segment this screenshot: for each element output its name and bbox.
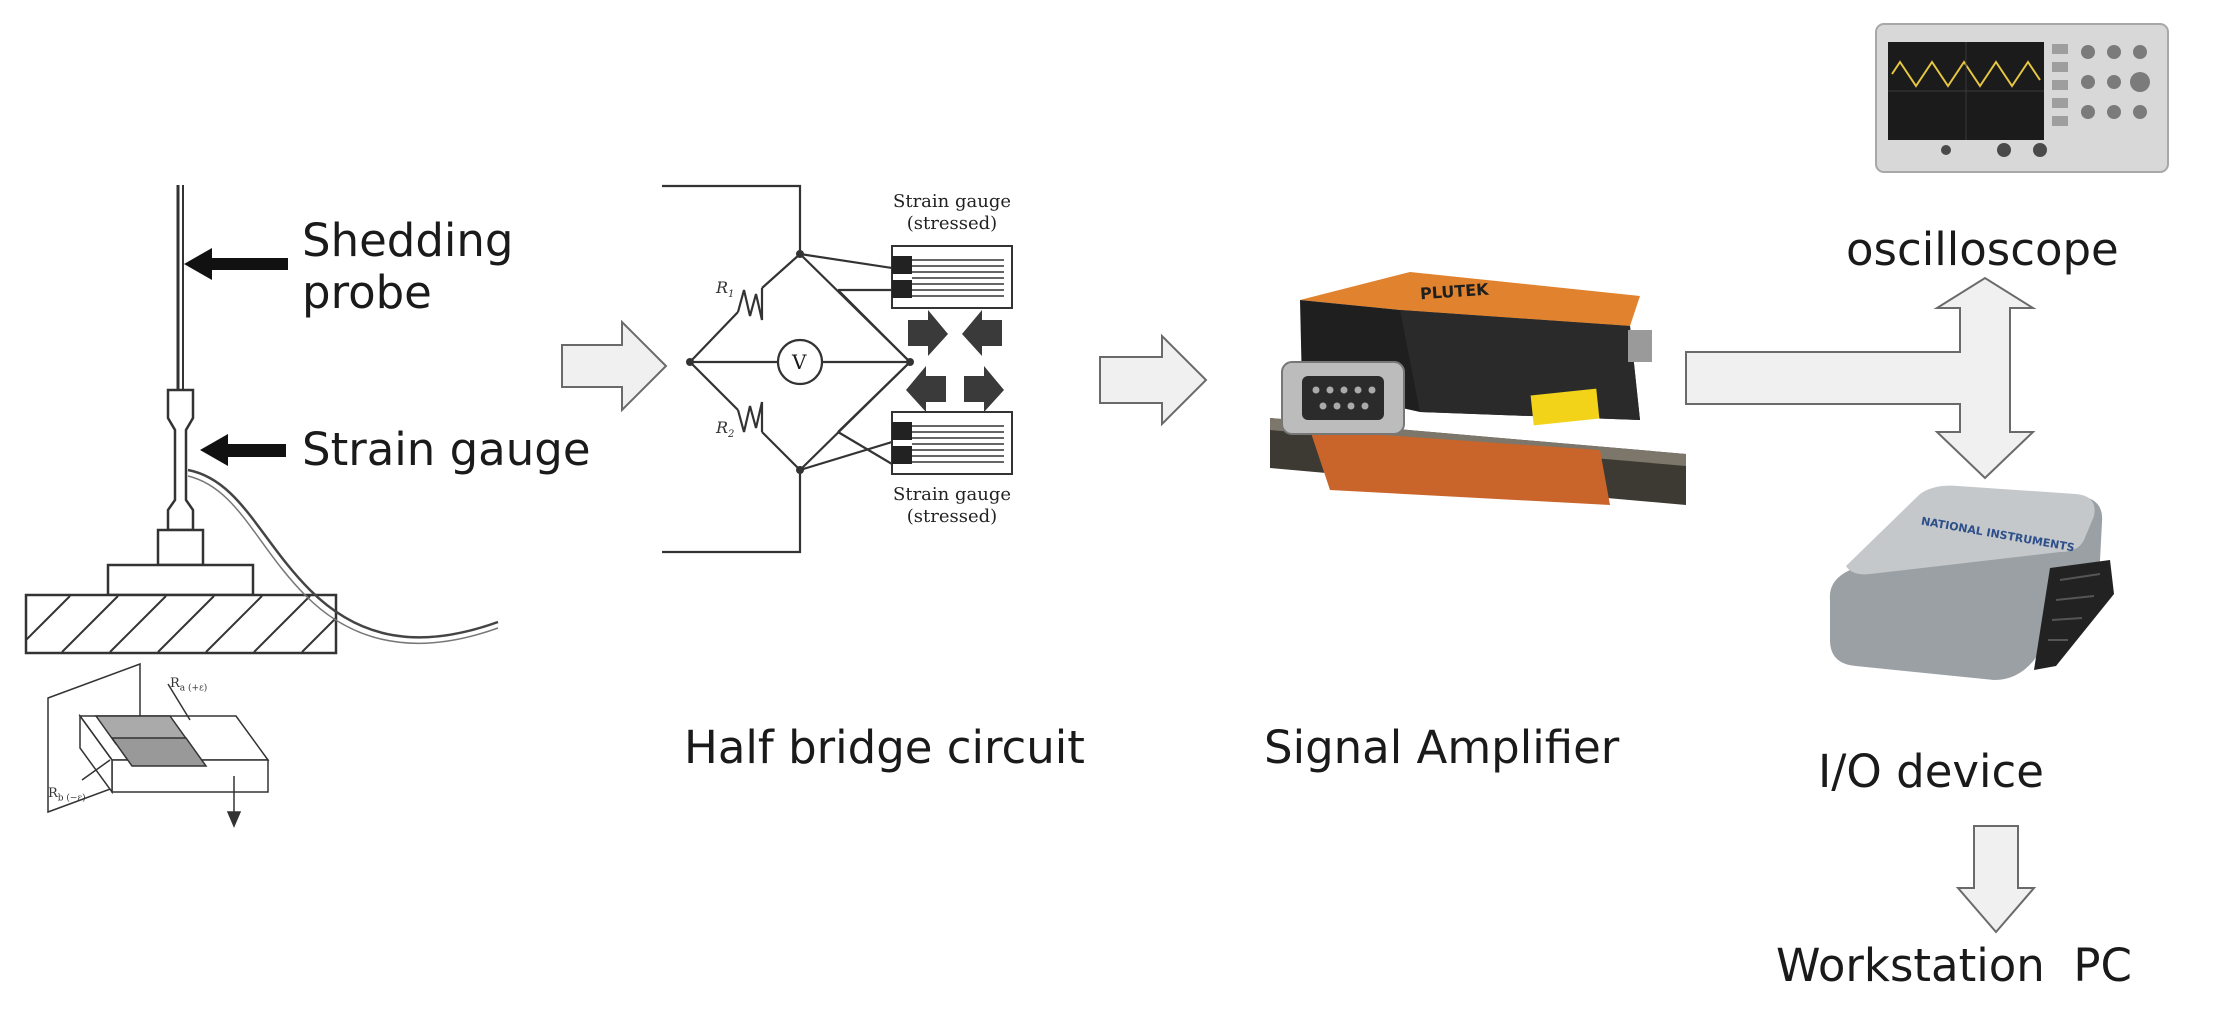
- stress-arrow-right-top: [908, 310, 948, 356]
- stress-arrow-left-bottom: [906, 366, 946, 412]
- oscilloscope-wave: [1891, 60, 2041, 88]
- label-strain-gauge: Strain gauge: [302, 423, 591, 476]
- gauge-cable: [187, 468, 499, 639]
- resistor-r1: [736, 288, 764, 321]
- strain-gauge-top: [891, 245, 1013, 309]
- label-io-device: I/O device: [1818, 745, 2044, 798]
- arrow-io-to-workstation: [1955, 825, 2037, 934]
- gauge-bottom-caption: Strain gauge (stressed): [893, 484, 1011, 527]
- resistor-r1-label: R1: [716, 278, 735, 301]
- strain-gauge-bottom: [891, 411, 1013, 475]
- voltmeter-label: V: [792, 350, 807, 374]
- stress-arrow-right-bottom: [964, 366, 1004, 412]
- pointer-arrow-gauge: [200, 434, 286, 466]
- arrow-bridge-to-amplifier: [1099, 333, 1208, 427]
- voltmeter: [776, 338, 824, 386]
- label-signal-amplifier: Signal Amplifier: [1264, 721, 1620, 774]
- shedding-probe-drawing: [24, 185, 499, 828]
- stress-arrow-left-top: [962, 310, 1002, 356]
- arrow-probe-to-bridge: [561, 319, 668, 413]
- pointer-arrow-probe: [184, 248, 288, 280]
- strain-gauge-inset: [47, 662, 270, 828]
- probe-mount: [24, 593, 338, 655]
- label-oscilloscope: oscilloscope: [1846, 223, 2119, 276]
- resistor-r2: [736, 401, 764, 433]
- label-half-bridge: Half bridge circuit: [684, 721, 1085, 774]
- gauge-top-caption: Strain gauge (stressed): [893, 191, 1011, 234]
- inset-label-rb: Rb (−ε): [48, 786, 86, 804]
- amplifier-sticker: [1530, 388, 1600, 426]
- amplifier-top: [1300, 272, 1640, 326]
- arrow-amplifier-to-split: [1685, 276, 2037, 480]
- label-shedding-probe: Shedding probe: [302, 214, 514, 319]
- io-device-connector: [2034, 560, 2114, 670]
- inset-label-ra: Ra (+ε): [170, 676, 208, 694]
- resistor-r2-label: R2: [716, 418, 735, 441]
- label-workstation-pc: Workstation PC: [1776, 939, 2132, 992]
